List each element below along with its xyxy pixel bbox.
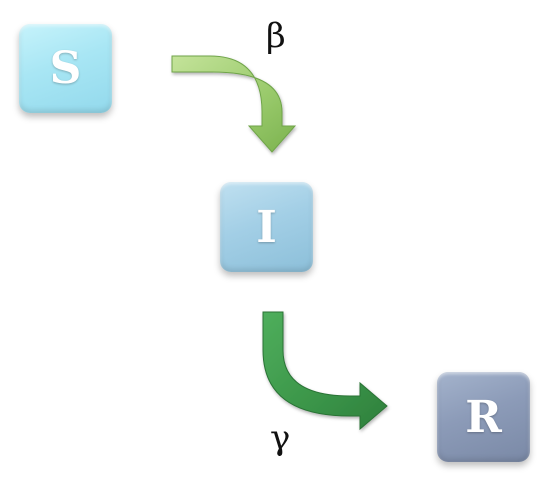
node-label-r: R xyxy=(465,391,502,443)
rate-label-beta: β xyxy=(266,16,286,56)
node-susceptible: S xyxy=(19,24,112,113)
rate-label-gamma: γ xyxy=(270,418,291,458)
arrow-i-to-r xyxy=(262,311,388,431)
arrow-s-to-i xyxy=(171,55,297,153)
node-recovered: R xyxy=(437,372,530,462)
node-label-i: I xyxy=(256,201,277,253)
node-label-s: S xyxy=(49,43,82,94)
node-infected: I xyxy=(220,182,313,272)
